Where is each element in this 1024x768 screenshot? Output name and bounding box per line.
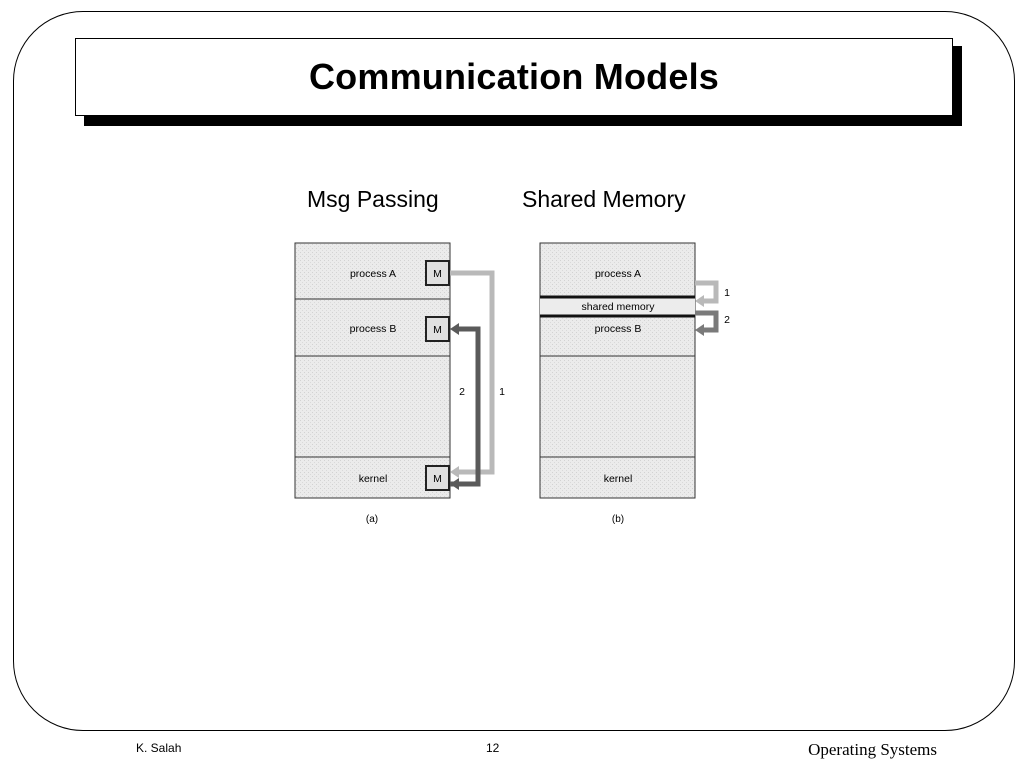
footer-course: Operating Systems — [808, 740, 937, 759]
arrow-2-kernel-head — [450, 478, 459, 490]
diagram-a: process A process B kernel 2 1 M M M (a) — [294, 242, 505, 525]
slide-title: Communication Models — [308, 56, 720, 97]
diagram-b-caption: (b) — [612, 514, 624, 525]
shared-memory-region — [540, 297, 695, 316]
footer-author: K. Salah — [136, 741, 182, 755]
mailbox-process-b-label: M — [433, 324, 442, 336]
diagram-b-process-a-label: process A — [595, 268, 641, 280]
diagram-a-arrow-2-label: 2 — [459, 386, 465, 398]
slide-frame — [13, 11, 1015, 731]
diagram-a-arrow-1-label: 1 — [499, 386, 505, 398]
msg-passing-heading: Msg Passing — [307, 186, 439, 212]
diagram-a-caption: (a) — [366, 514, 378, 525]
diagram-a-process-a-label: process A — [350, 268, 396, 280]
mailbox-process-b — [425, 316, 450, 342]
shared-memory-heading: Shared Memory — [522, 186, 686, 212]
diagram-b-kernel-label: kernel — [604, 473, 633, 485]
footer-page-number: 12 — [486, 741, 500, 755]
shared-arrow-1 — [695, 280, 719, 304]
mailbox-process-a-label: M — [433, 268, 442, 280]
arrow-2-dark — [450, 326, 481, 487]
shared-arrow-1-head — [695, 295, 704, 307]
diagram-a-process-b-label: process B — [350, 323, 397, 335]
diagram-b-memory-column — [539, 242, 696, 499]
diagram-b-arrow-2-label: 2 — [724, 314, 730, 326]
diagram-a-memory-column — [294, 242, 451, 499]
shared-memory-label: shared memory — [582, 301, 656, 313]
diagram-b-arrow-1-label: 1 — [724, 287, 730, 299]
diagram-a-kernel-label: kernel — [359, 473, 388, 485]
mailbox-process-a — [425, 260, 450, 286]
diagram-b: process A shared memory process B kernel… — [539, 242, 730, 525]
shared-arrow-2 — [695, 310, 719, 333]
arrow-1-head — [450, 466, 459, 478]
arrow-1-light — [450, 270, 495, 475]
title-box: Communication Models — [75, 38, 953, 116]
diagram-b-process-b-label: process B — [595, 323, 642, 335]
mailbox-kernel-label: M — [433, 473, 442, 485]
shared-arrow-2-head — [695, 324, 704, 336]
mailbox-kernel — [425, 465, 450, 491]
arrow-2-head — [450, 323, 459, 335]
